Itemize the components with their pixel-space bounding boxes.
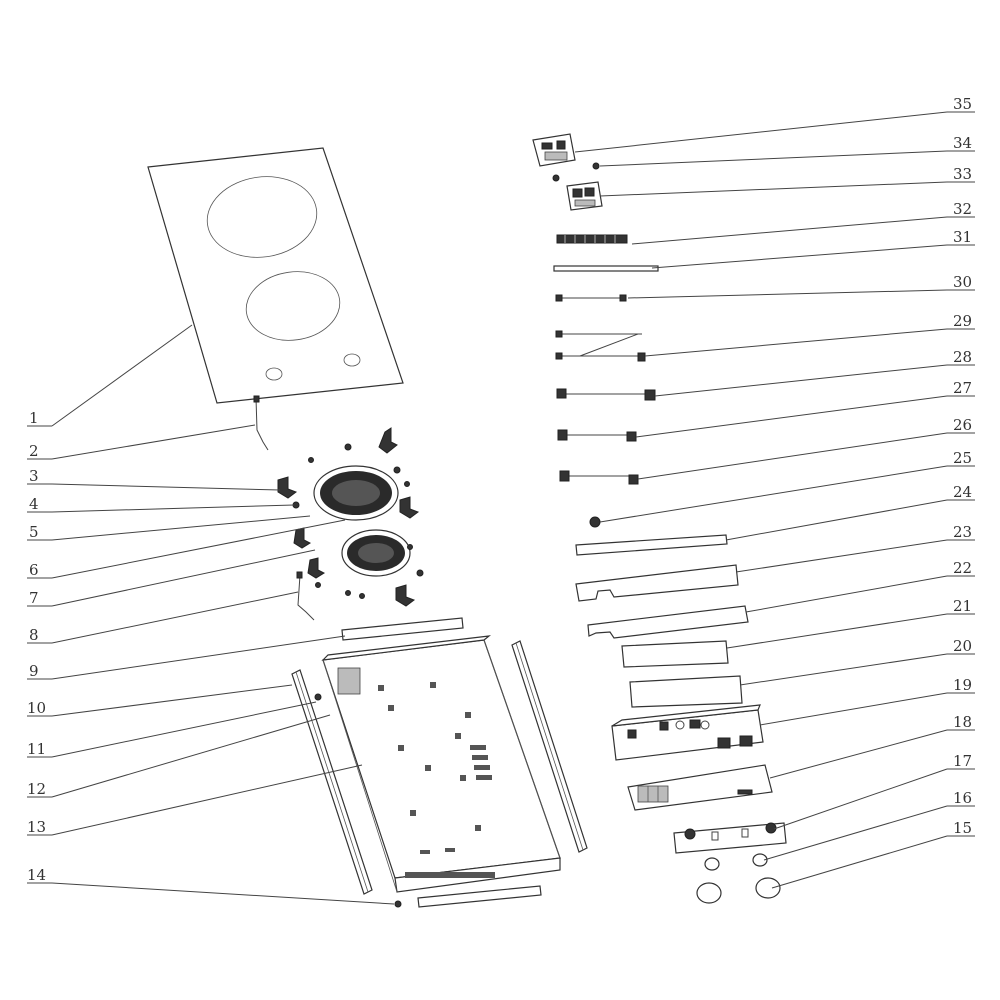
callout-10: 10	[27, 699, 46, 717]
callout-33: 33	[953, 165, 972, 183]
wire-26	[559, 470, 639, 485]
leader-lines	[27, 111, 975, 905]
callout-14: 14	[27, 866, 46, 884]
pad-20	[629, 675, 743, 708]
right-side-rail	[511, 640, 588, 853]
small-heating-element	[341, 529, 411, 577]
callout-27: 27	[953, 379, 972, 397]
callout-31: 31	[953, 228, 972, 246]
callout-6: 6	[29, 561, 39, 579]
main-pcb	[611, 704, 764, 761]
callout-21: 21	[953, 597, 972, 615]
callout-19: 19	[953, 676, 972, 694]
callout-23: 23	[953, 523, 972, 541]
small-clips	[292, 443, 424, 599]
callout-3: 3	[29, 467, 39, 485]
board-screw	[552, 174, 560, 182]
front-strip	[341, 617, 464, 641]
flat-cable	[553, 265, 659, 272]
wire-29	[555, 330, 646, 362]
board-screw	[592, 162, 600, 170]
strip-24	[575, 534, 728, 556]
callout-24: 24	[953, 483, 972, 501]
callout-26: 26	[953, 416, 972, 434]
control-knobs	[696, 877, 781, 904]
pad-21	[621, 640, 729, 668]
callout-2: 2	[29, 442, 39, 460]
callout-12: 12	[27, 780, 46, 798]
callout-8: 8	[29, 626, 39, 644]
bottom-strip	[394, 885, 542, 908]
callout-5: 5	[29, 523, 39, 541]
callout-7: 7	[29, 589, 39, 607]
wire-30	[555, 294, 627, 302]
callout-18: 18	[953, 713, 972, 731]
bracket-22	[587, 605, 749, 639]
element-brackets	[277, 427, 420, 607]
callout-13: 13	[27, 818, 46, 836]
knob-bushings	[704, 853, 768, 871]
callout-34: 34	[953, 134, 972, 152]
callout-9: 9	[29, 662, 39, 680]
callout-11: 11	[27, 740, 46, 758]
callout-29: 29	[953, 312, 972, 330]
callout-35: 35	[953, 95, 972, 113]
wire-27	[557, 429, 637, 442]
large-heating-element	[313, 465, 399, 521]
callout-22: 22	[953, 559, 972, 577]
callout-20: 20	[953, 637, 972, 655]
ribbon-cable	[556, 234, 628, 244]
sensor-wire	[253, 395, 269, 451]
callout-numbers-right: 35 34 33 32 31 30 29 28 27 26 25 24 23 2…	[953, 95, 972, 837]
second-sensor-wire	[296, 571, 315, 621]
callout-16: 16	[953, 789, 972, 807]
control-board-top	[532, 133, 576, 167]
callout-17: 17	[953, 752, 972, 770]
knob-plate	[673, 822, 787, 854]
housing-screw	[314, 693, 322, 701]
small-nut	[589, 516, 601, 528]
wire-28	[556, 388, 656, 401]
glass-top-plate	[147, 147, 404, 404]
bracket-23	[575, 564, 739, 602]
callout-28: 28	[953, 348, 972, 366]
callout-4: 4	[29, 495, 39, 513]
callout-25: 25	[953, 449, 972, 467]
control-board-lower	[566, 181, 603, 211]
left-side-rail	[291, 669, 373, 895]
control-panel-cover	[627, 764, 773, 811]
callout-1: 1	[29, 409, 39, 427]
callout-30: 30	[953, 273, 972, 291]
callout-numbers-left: 1 2 3 4 5 6 7 8 9 10 11 12 13 14	[27, 409, 46, 884]
callout-15: 15	[953, 819, 972, 837]
callout-32: 32	[953, 200, 972, 218]
bottom-housing	[321, 635, 561, 893]
